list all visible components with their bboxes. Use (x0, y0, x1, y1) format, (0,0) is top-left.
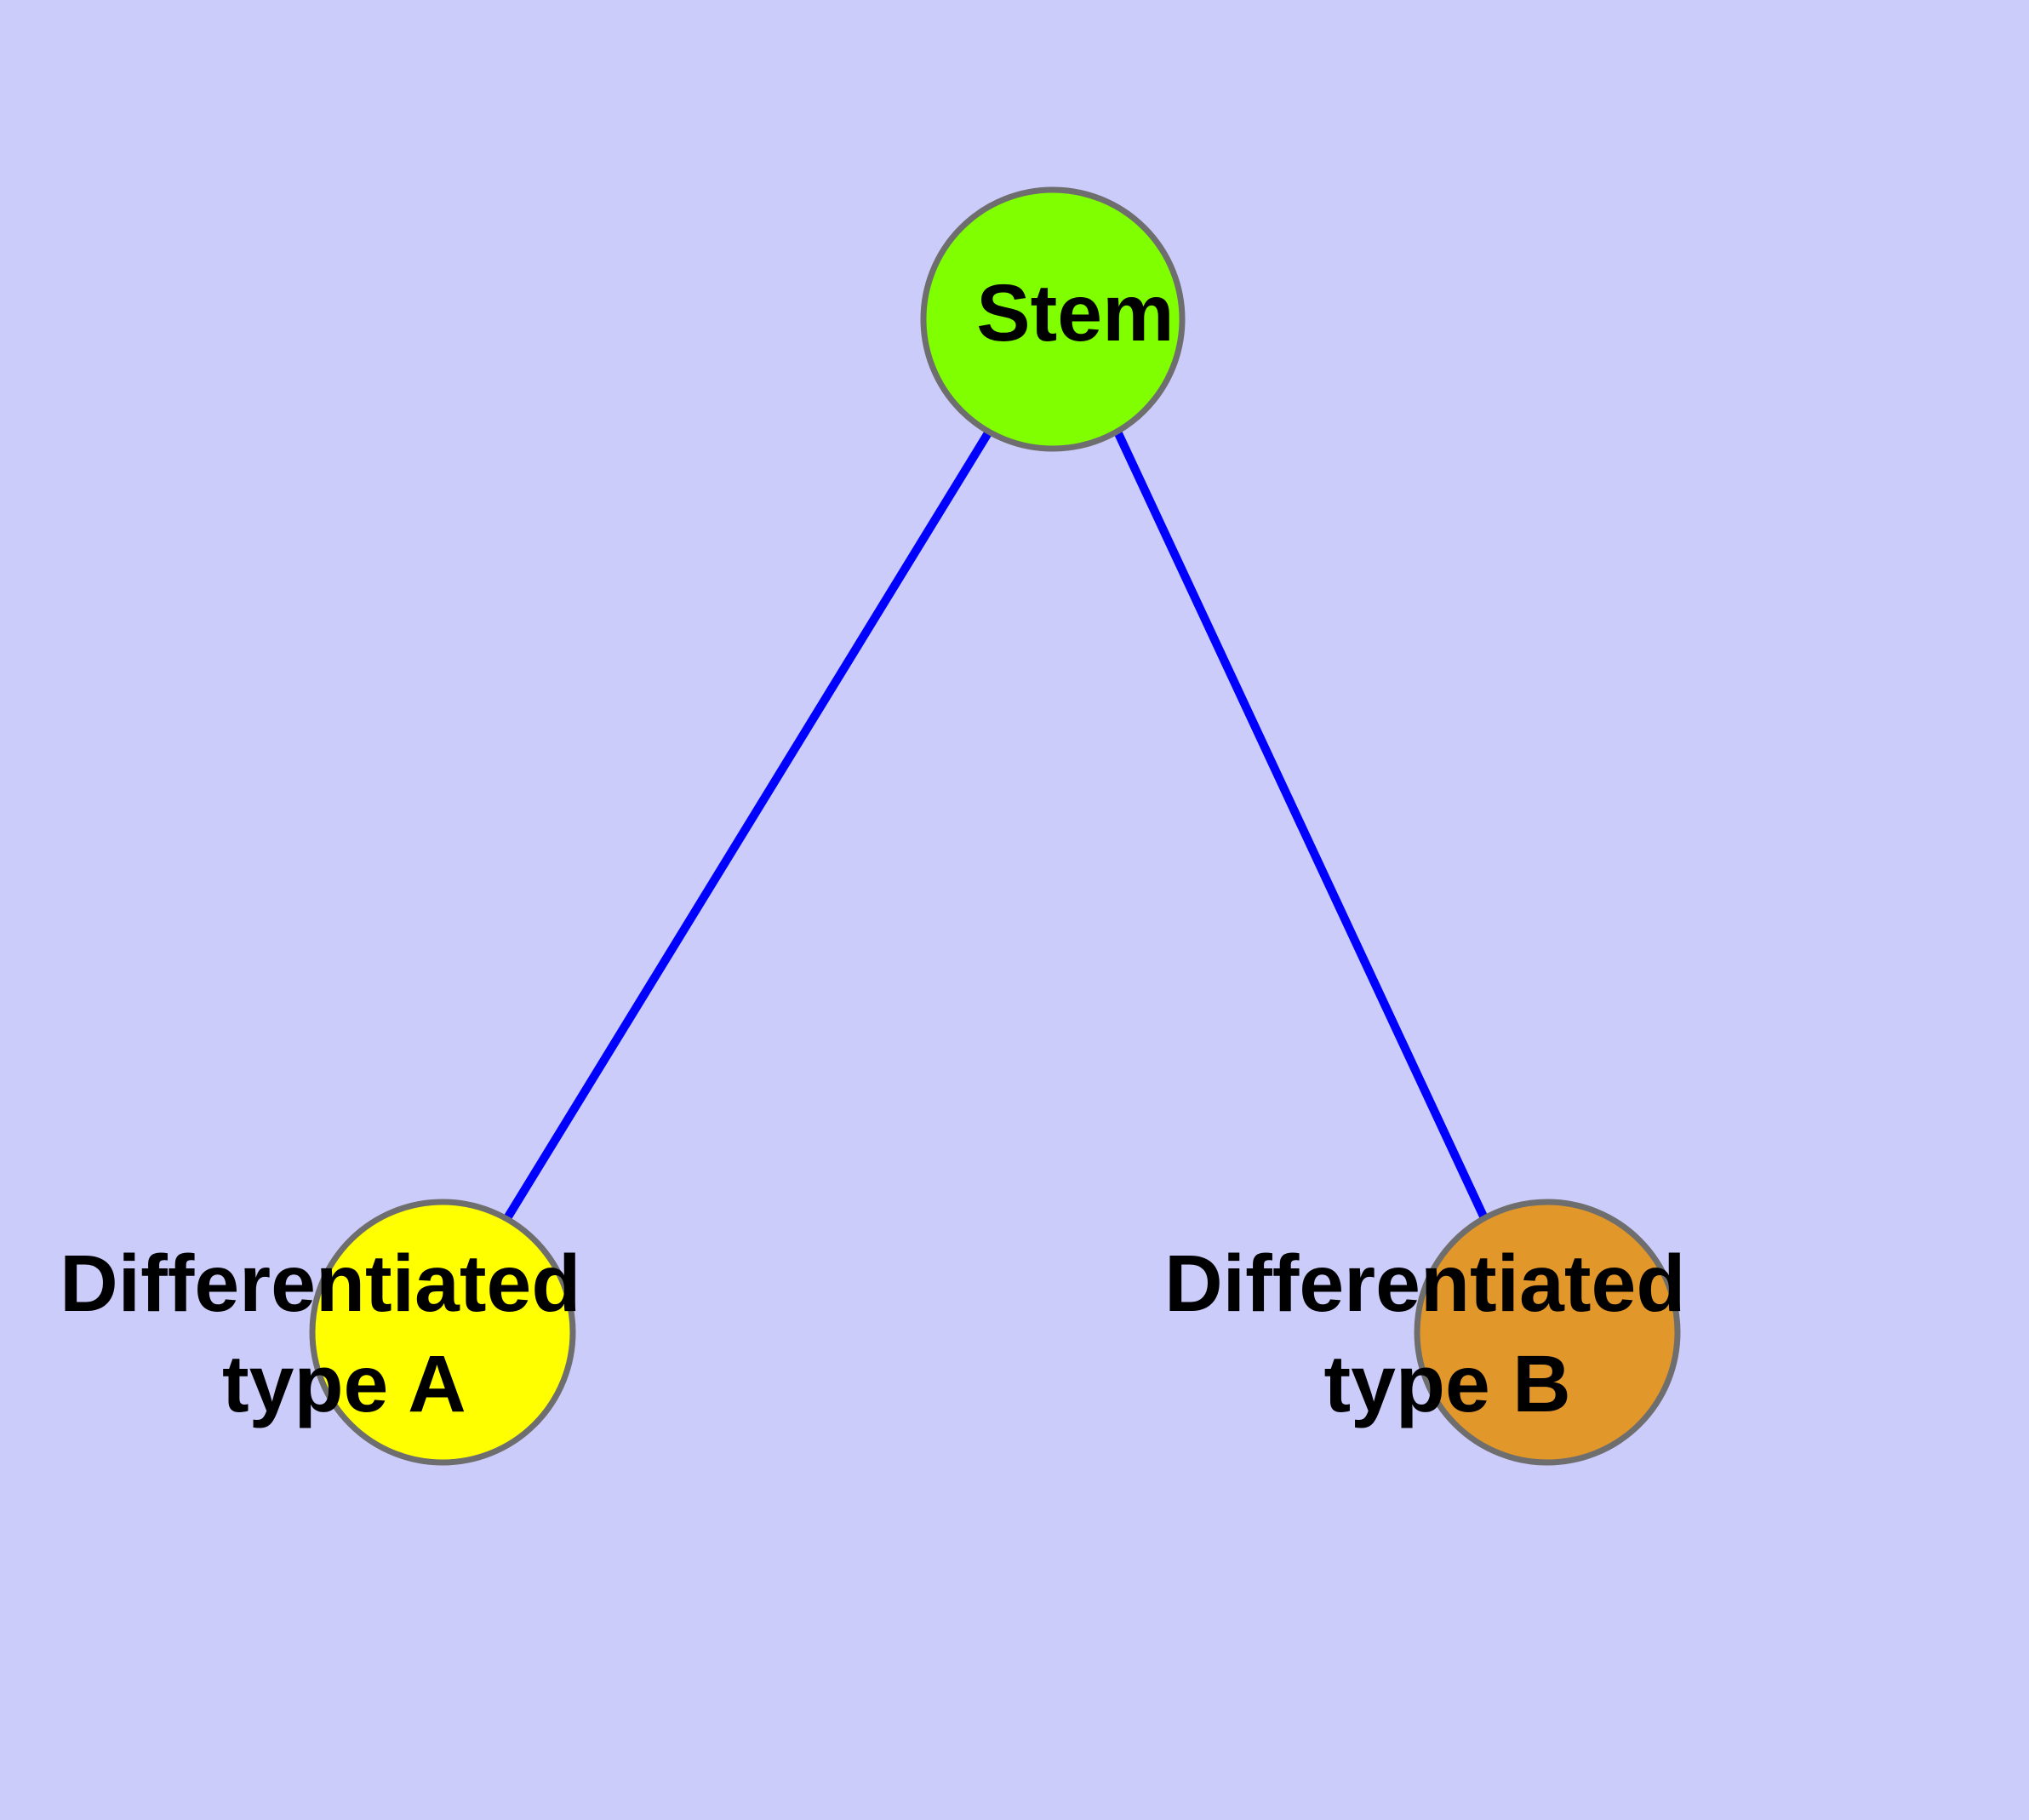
node-differentiated-type-a[interactable] (309, 1199, 576, 1466)
node-label-stem: Stem (774, 268, 1332, 358)
node-circle-stem[interactable] (920, 186, 1186, 452)
node-label-differentiated-type-a-line-2: type A (222, 1339, 465, 1429)
node-circle-differentiated-type-a[interactable] (309, 1199, 576, 1466)
edge-stem-to-differentiated-type-a[interactable] (503, 429, 993, 1221)
node-label-differentiated-type-b-line-2: type B (1323, 1339, 1570, 1429)
edge-stem-to-differentiated-type-b[interactable] (1113, 429, 1489, 1221)
node-circle-differentiated-type-b[interactable] (1414, 1199, 1681, 1466)
node-label-stem-line-1: Stem (976, 268, 1174, 358)
node-label-differentiated-type-a-line-1: Differentiated (60, 1239, 580, 1329)
node-label-differentiated-type-a: Differentiated type A (60, 1239, 783, 1429)
node-differentiated-type-b[interactable] (1414, 1199, 1681, 1466)
node-stem[interactable] (920, 186, 1186, 452)
label-layer: Stem Differentiated type A Differentiate… (60, 268, 1888, 1429)
node-label-differentiated-type-b-line-1: Differentiated (1164, 1239, 1685, 1329)
node-label-differentiated-type-b: Differentiated type B (1164, 1239, 1888, 1429)
edge-layer (503, 429, 1489, 1221)
node-layer (309, 186, 1681, 1466)
